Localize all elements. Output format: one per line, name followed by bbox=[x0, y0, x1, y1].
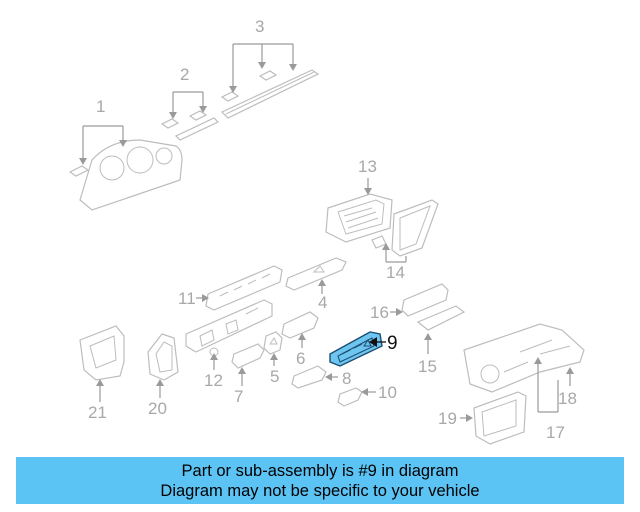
callout-18: 18 bbox=[558, 367, 577, 408]
callout-4: 4 bbox=[318, 279, 327, 312]
callout-14: 14 bbox=[382, 243, 407, 282]
part-4-switch-panel bbox=[285, 257, 347, 291]
callout-number-16: 16 bbox=[370, 303, 389, 322]
callout-number-15: 15 bbox=[418, 357, 437, 376]
callout-6: 6 bbox=[296, 333, 306, 368]
parts-diagram: 3 2 1 13 bbox=[68, 17, 585, 445]
callout-number-9: 9 bbox=[387, 333, 398, 354]
callout-15: 15 bbox=[418, 333, 437, 376]
callout-5: 5 bbox=[270, 353, 279, 386]
part-6-cover bbox=[281, 311, 319, 339]
callout-10: 10 bbox=[361, 383, 397, 402]
callout-16: 16 bbox=[370, 303, 403, 322]
callout-3: 3 bbox=[229, 17, 297, 93]
callout-9: 9 bbox=[369, 333, 398, 354]
part-1-cluster-bezel bbox=[68, 139, 183, 211]
part-2-strip bbox=[160, 110, 220, 141]
callout-7: 7 bbox=[234, 367, 246, 406]
banner-line-1: Part or sub-assembly is #9 in diagram bbox=[181, 462, 459, 480]
part-8-cover bbox=[291, 365, 327, 389]
part-3-trim-strip bbox=[220, 69, 320, 119]
part-11-switch-panel bbox=[205, 265, 283, 311]
callout-2: 2 bbox=[169, 65, 207, 119]
part-16-panel bbox=[401, 283, 449, 317]
part-15-mat bbox=[416, 305, 466, 331]
callout-21: 21 bbox=[88, 379, 107, 422]
callout-17: 17 bbox=[534, 357, 565, 442]
callout-12: 12 bbox=[204, 353, 223, 390]
part-7-cover bbox=[231, 343, 265, 369]
callout-1: 1 bbox=[79, 97, 127, 165]
callout-number-2: 2 bbox=[180, 65, 189, 84]
callout-number-12: 12 bbox=[204, 371, 223, 390]
callout-number-7: 7 bbox=[234, 387, 243, 406]
callout-number-20: 20 bbox=[148, 399, 167, 418]
callout-11: 11 bbox=[178, 289, 209, 308]
callout-number-1: 1 bbox=[96, 97, 105, 116]
callout-13: 13 bbox=[358, 157, 377, 195]
part-13-vent-housing bbox=[325, 193, 393, 243]
part-5-switch bbox=[263, 331, 283, 355]
callout-number-14: 14 bbox=[386, 263, 405, 282]
callout-20: 20 bbox=[148, 379, 167, 418]
part-9-highlighted-switch-panel[interactable] bbox=[329, 331, 383, 367]
callout-number-8: 8 bbox=[342, 369, 351, 388]
part-21-side-cover bbox=[79, 325, 125, 381]
callout-number-5: 5 bbox=[270, 367, 279, 386]
part-19-glove-box bbox=[473, 391, 527, 445]
part-20-side-cover bbox=[147, 333, 179, 381]
callout-number-10: 10 bbox=[378, 383, 397, 402]
callout-number-11: 11 bbox=[178, 289, 196, 308]
callout-number-17: 17 bbox=[546, 423, 565, 442]
callout-number-13: 13 bbox=[358, 157, 377, 176]
callout-number-18: 18 bbox=[558, 389, 577, 408]
callout-number-3: 3 bbox=[255, 17, 264, 36]
callout-8: 8 bbox=[325, 369, 351, 388]
callout-19: 19 bbox=[438, 409, 473, 428]
info-banner: Part or sub-assembly is #9 in diagram Di… bbox=[16, 457, 624, 504]
part-12-console-panel bbox=[185, 299, 273, 357]
part-14-display bbox=[371, 199, 439, 257]
callout-number-19: 19 bbox=[438, 409, 457, 428]
part-10-cap bbox=[337, 387, 363, 407]
callout-number-4: 4 bbox=[318, 293, 327, 312]
banner-line-2: Diagram may not be specific to your vehi… bbox=[160, 482, 480, 500]
callout-number-6: 6 bbox=[296, 349, 305, 368]
part-17-dash-trim bbox=[463, 323, 585, 393]
callout-number-21: 21 bbox=[88, 403, 107, 422]
